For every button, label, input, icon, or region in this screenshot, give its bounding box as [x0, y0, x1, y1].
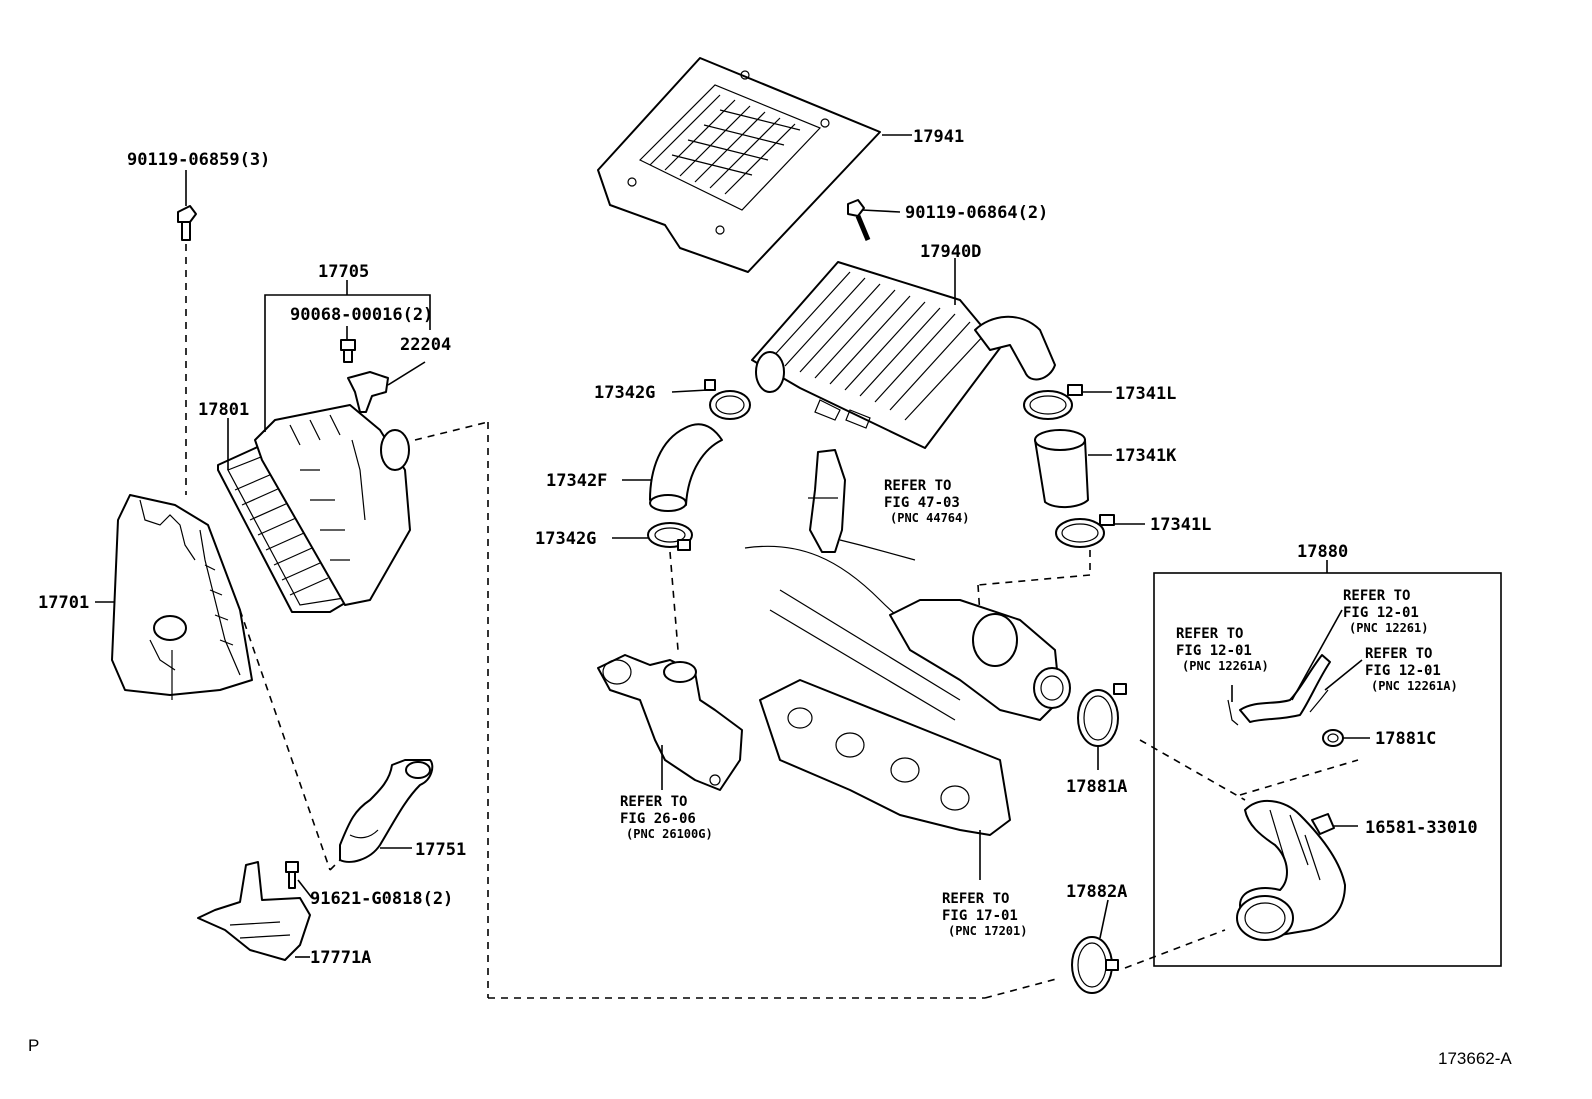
svg-text:(PNC 17201): (PNC 17201) — [948, 924, 1027, 938]
svg-text:REFER TO: REFER TO — [620, 794, 687, 810]
intercooler-bracket[interactable] — [808, 449, 916, 561]
svg-text:FIG 12-01: FIG 12-01 — [1176, 643, 1252, 659]
hose-12261[interactable] — [1239, 654, 1331, 723]
air-cleaner-cap[interactable] — [254, 404, 411, 606]
hose-clamp-17341l-lower[interactable] — [1055, 514, 1115, 548]
label-90119-06859: 90119-06859(3) — [127, 150, 270, 170]
label-17801: 17801 — [198, 400, 249, 420]
label-17342g-lower: 17342G — [535, 529, 596, 549]
label-17880: 17880 — [1297, 542, 1348, 562]
refer-fig-17-01: REFER TO FIG 17-01 (PNC 17201) — [942, 891, 1027, 938]
svg-text:(PNC 12261A): (PNC 12261A) — [1182, 659, 1269, 673]
svg-text:(PNC 26100G): (PNC 26100G) — [626, 827, 713, 841]
refer-fig-12-01-a2: REFER TO FIG 12-01 (PNC 12261A) — [1365, 646, 1458, 693]
clip-16581-33010[interactable] — [1311, 813, 1335, 835]
refer-fig-47-03: REFER TO FIG 47-03 (PNC 44764) — [884, 478, 969, 525]
intake-hose-17880[interactable] — [1236, 799, 1346, 941]
svg-text:REFER TO: REFER TO — [942, 891, 1009, 907]
label-17705: 17705 — [318, 262, 369, 282]
air-flow-sensor[interactable] — [347, 371, 389, 413]
intercooler-hose-17341k[interactable] — [1034, 429, 1089, 508]
svg-text:FIG 17-01: FIG 17-01 — [942, 908, 1018, 924]
label-17941: 17941 — [913, 127, 964, 147]
label-17342g-upper: 17342G — [594, 383, 655, 403]
svg-text:(PNC 12261): (PNC 12261) — [1349, 621, 1428, 635]
bolt-91621-g0818[interactable] — [285, 861, 299, 889]
label-22204: 22204 — [400, 335, 451, 355]
svg-text:REFER TO: REFER TO — [1343, 588, 1410, 604]
bolt-90119-06859[interactable] — [177, 205, 197, 241]
label-17342f: 17342F — [546, 471, 607, 491]
refer-fig-12-01: REFER TO FIG 12-01 (PNC 12261) — [1343, 588, 1428, 635]
label-17881c: 17881C — [1375, 729, 1436, 749]
label-17701: 17701 — [38, 593, 89, 613]
turbo-inlet-pipe[interactable] — [597, 654, 743, 791]
label-17341l-upper: 17341L — [1115, 384, 1176, 404]
hose-clamp-17341l-upper[interactable] — [1023, 384, 1083, 420]
hose-clamp-17342g-lower[interactable] — [647, 522, 693, 551]
intercooler-cover[interactable] — [597, 57, 881, 273]
label-90068-00016: 90068-00016(2) — [290, 305, 433, 325]
svg-text:FIG 47-03: FIG 47-03 — [884, 495, 960, 511]
label-17882a: 17882A — [1066, 882, 1127, 902]
illustration-number: 173662-A — [1438, 1049, 1512, 1068]
svg-text:FIG 26-06: FIG 26-06 — [620, 811, 696, 827]
label-17341k: 17341K — [1115, 446, 1177, 466]
svg-text:REFER TO: REFER TO — [884, 478, 951, 494]
air-cleaner-case[interactable] — [111, 494, 253, 700]
intercooler-hose-17342f[interactable] — [649, 423, 723, 512]
svg-text:(PNC 44764): (PNC 44764) — [890, 511, 969, 525]
turbo-manifold — [744, 545, 1071, 836]
intercooler[interactable] — [751, 261, 1056, 449]
intake-hose-17751[interactable] — [339, 759, 434, 863]
svg-text:(PNC 12261A): (PNC 12261A) — [1371, 679, 1458, 693]
svg-text:REFER TO: REFER TO — [1176, 626, 1243, 642]
svg-text:FIG 12-01: FIG 12-01 — [1343, 605, 1419, 621]
refer-fig-26-06: REFER TO FIG 26-06 (PNC 26100G) — [620, 794, 713, 841]
label-17341l-lower: 17341L — [1150, 515, 1211, 535]
svg-text:REFER TO: REFER TO — [1365, 646, 1432, 662]
air-cleaner-bracket[interactable] — [197, 861, 311, 961]
label-91621-g0818: 91621-G0818(2) — [310, 889, 453, 909]
screw-90068-00016[interactable] — [340, 339, 356, 363]
label-90119-06864: 90119-06864(2) — [905, 203, 1048, 223]
svg-text:FIG 12-01: FIG 12-01 — [1365, 663, 1441, 679]
hose-clamp-17882a[interactable] — [1071, 936, 1119, 994]
refer-fig-12-01-a: REFER TO FIG 12-01 (PNC 12261A) — [1176, 626, 1269, 673]
hose-clamp-17881c[interactable] — [1322, 729, 1344, 747]
corner-mark-left: P — [28, 1036, 39, 1055]
label-17771a: 17771A — [310, 948, 371, 968]
label-17881a: 17881A — [1066, 777, 1127, 797]
label-16581-33010: 16581-33010 — [1365, 818, 1478, 838]
label-17751: 17751 — [415, 840, 466, 860]
hose-clamp-17881a[interactable] — [1077, 683, 1127, 747]
hose-clamp-17342g-upper[interactable] — [704, 379, 751, 420]
bolt-90119-06864[interactable] — [847, 199, 871, 241]
label-17940d: 17940D — [920, 242, 981, 262]
assembly-box-17880 — [1153, 572, 1502, 967]
